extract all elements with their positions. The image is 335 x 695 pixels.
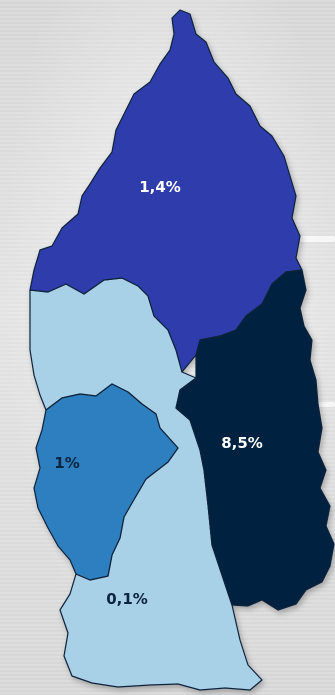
label-east: 8,5% [221, 434, 263, 452]
region-east[interactable] [175, 269, 335, 611]
region-north[interactable] [29, 9, 303, 373]
label-southwest: 1% [54, 454, 79, 472]
region-southwest[interactable] [33, 383, 179, 581]
label-south: 0,1% [106, 590, 148, 608]
background-streak [300, 236, 335, 242]
label-north: 1,4% [139, 178, 181, 196]
